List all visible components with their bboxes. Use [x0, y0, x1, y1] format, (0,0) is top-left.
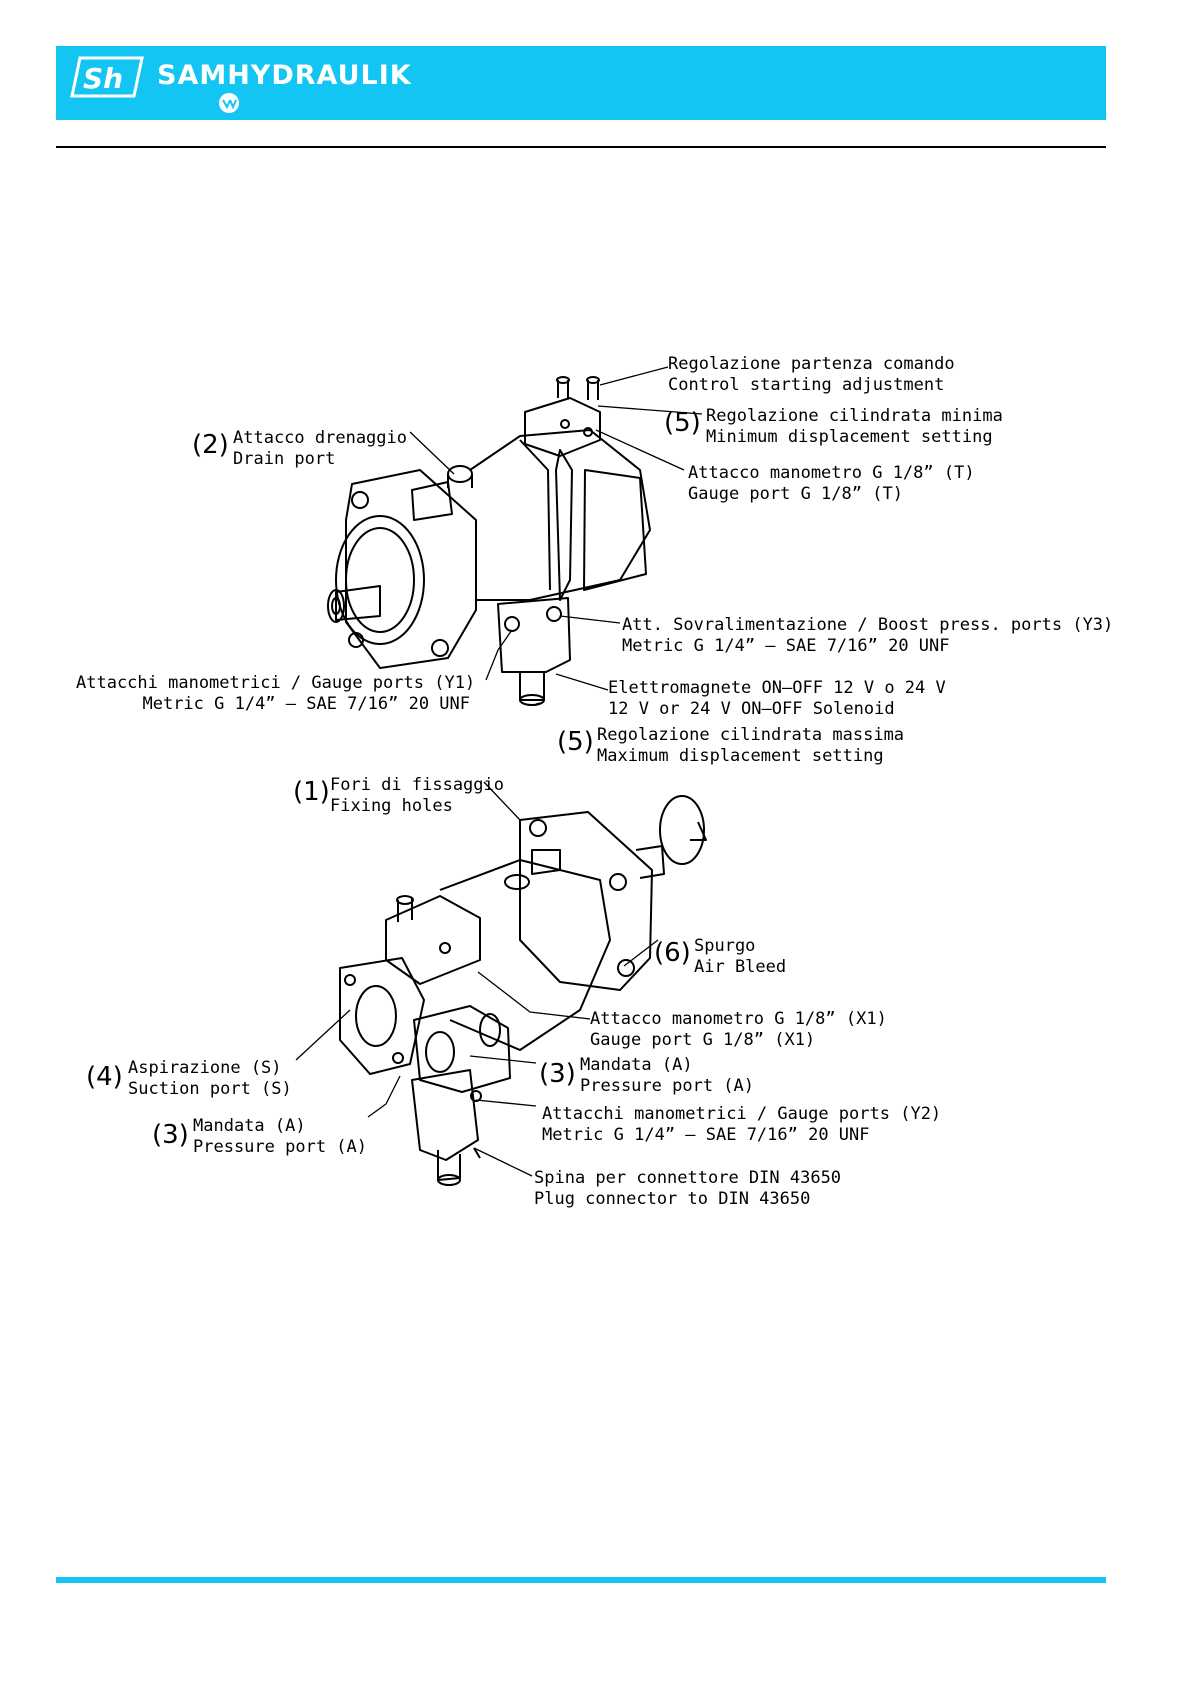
callout-gauge-y2-en: Metric G 1/4” – SAE 7/16” 20 UNF	[542, 1125, 870, 1145]
callout-plug-it: Spina per connettore DIN 43650	[534, 1168, 842, 1188]
callout-bleed-number: (6)	[654, 938, 691, 968]
callout-gauge-t-en: Gauge port G 1/8” (T)	[688, 484, 903, 504]
footer-bar	[56, 1577, 1106, 1583]
pressure-flange	[413, 1005, 511, 1093]
callout-pressure-right: Mandata (A) Pressure port (A)	[580, 1055, 754, 1097]
top-control-block	[524, 397, 601, 457]
callout-gauge-x1-it: Attacco manometro G 1/8” (X1)	[590, 1009, 887, 1029]
bottom-flange	[519, 811, 653, 991]
callout-max-disp: Regolazione cilindrata massima Maximum d…	[597, 725, 904, 767]
callout-fixing: Fori di fissaggio Fixing holes	[330, 775, 504, 817]
callout-pressure-right-it: Mandata (A)	[580, 1055, 693, 1075]
callout-pressure-left: Mandata (A) Pressure port (A)	[193, 1116, 367, 1158]
callout-pressure-left-number: (3)	[152, 1120, 189, 1150]
callout-gauge-y1-en: Metric G 1/4” – SAE 7/16” 20 UNF	[142, 694, 470, 714]
suction-flange	[339, 957, 425, 1075]
callout-gauge-y1-it: Attacchi manometrici / Gauge ports (Y1)	[76, 673, 476, 693]
callout-bleed: Spurgo Air Bleed	[694, 936, 786, 978]
callout-min-disp-number: (5)	[664, 408, 701, 438]
top-flange	[345, 469, 477, 669]
callout-max-disp-number: (5)	[557, 727, 594, 757]
samhydraulik-logo-icon: Sh	[70, 56, 144, 98]
callout-control-start-it: Regolazione partenza comando	[668, 354, 955, 374]
callout-bleed-it: Spurgo	[694, 936, 756, 956]
callout-drain-number: (2)	[192, 430, 229, 460]
callout-gauge-y2: Attacchi manometrici / Gauge ports (Y2) …	[542, 1104, 941, 1146]
svg-text:Sh: Sh	[83, 62, 123, 95]
callout-suction: Aspirazione (S) Suction port (S)	[128, 1058, 292, 1100]
callout-gauge-x1-en: Gauge port G 1/8” (X1)	[590, 1030, 816, 1050]
callout-plug-en: Plug connector to DIN 43650	[534, 1189, 811, 1209]
brand-name: SAMHYDRAULIK	[157, 60, 412, 91]
callout-pressure-right-number: (3)	[539, 1059, 576, 1089]
callout-bleed-en: Air Bleed	[694, 957, 787, 977]
callout-gauge-y2-it: Attacchi manometrici / Gauge ports (Y2)	[542, 1104, 942, 1124]
callout-min-disp: Regolazione cilindrata minima Minimum di…	[706, 406, 1003, 448]
callout-pressure-left-en: Pressure port (A)	[193, 1137, 367, 1157]
brand-badge-icon	[219, 93, 239, 113]
top-solenoid	[497, 597, 571, 673]
callout-fixing-en: Fixing holes	[330, 796, 453, 816]
bottom-solenoid	[411, 1069, 479, 1161]
bottom-control-block	[385, 895, 481, 985]
callout-solenoid-en: 12 V or 24 V ON–OFF Solenoid	[608, 699, 895, 719]
callout-pressure-right-en: Pressure port (A)	[580, 1076, 754, 1096]
callout-drain-en: Drain port	[233, 449, 336, 469]
header-bar: Sh SAMHYDRAULIK	[56, 46, 1106, 120]
callout-fixing-number: (1)	[293, 777, 330, 807]
top-shaft	[335, 585, 381, 621]
callout-control-start-en: Control starting adjustment	[668, 375, 945, 395]
callout-control-start: Regolazione partenza comando Control sta…	[668, 354, 955, 396]
callout-min-disp-it: Regolazione cilindrata minima	[706, 406, 1003, 426]
callout-suction-en: Suction port (S)	[128, 1079, 292, 1099]
callout-gauge-y1: Attacchi manometrici / Gauge ports (Y1) …	[76, 673, 476, 715]
callout-boost: Att. Sovralimentazione / Boost press. po…	[622, 615, 1113, 657]
top-cylinder	[583, 469, 647, 591]
top-body	[469, 429, 651, 601]
callout-pressure-left-it: Mandata (A)	[193, 1116, 306, 1136]
callout-min-disp-en: Minimum displacement setting	[706, 427, 993, 447]
bottom-body	[439, 859, 611, 1051]
callout-suction-number: (4)	[86, 1062, 123, 1092]
callout-solenoid: Elettromagnete ON–OFF 12 V o 24 V 12 V o…	[608, 678, 946, 720]
callout-gauge-x1: Attacco manometro G 1/8” (X1) Gauge port…	[590, 1009, 887, 1051]
callout-suction-it: Aspirazione (S)	[128, 1058, 282, 1078]
callout-gauge-t-it: Attacco manometro G 1/8” (T)	[688, 463, 975, 483]
callout-boost-it: Att. Sovralimentazione / Boost press. po…	[622, 615, 1114, 635]
callout-drain: Attacco drenaggio Drain port	[233, 428, 407, 470]
callout-solenoid-it: Elettromagnete ON–OFF 12 V o 24 V	[608, 678, 946, 698]
callout-max-disp-it: Regolazione cilindrata massima	[597, 725, 905, 745]
header-rule	[56, 146, 1106, 148]
callout-gauge-t: Attacco manometro G 1/8” (T) Gauge port …	[688, 463, 975, 505]
callout-fixing-it: Fori di fissaggio	[330, 775, 504, 795]
callout-boost-en: Metric G 1/4” – SAE 7/16” 20 UNF	[622, 636, 950, 656]
callout-drain-it: Attacco drenaggio	[233, 428, 407, 448]
callout-plug: Spina per connettore DIN 43650 Plug conn…	[534, 1168, 841, 1210]
callout-max-disp-en: Maximum displacement setting	[597, 746, 884, 766]
